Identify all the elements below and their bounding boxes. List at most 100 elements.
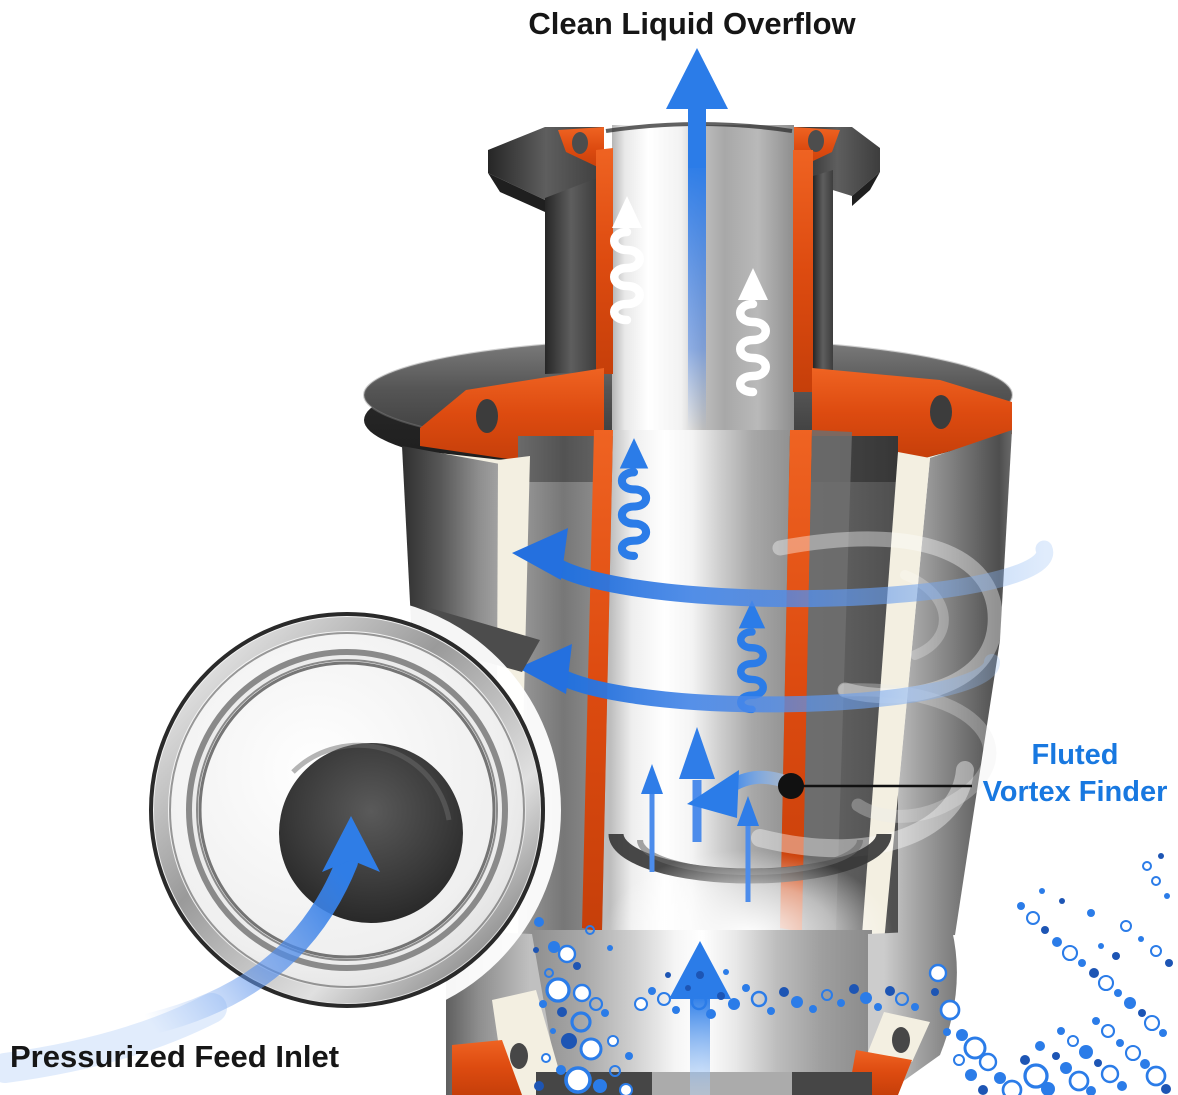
bubble (607, 1035, 619, 1047)
bubble (1159, 1029, 1167, 1037)
overflow-arrow-shaft (688, 104, 706, 168)
swirl-upper-head (512, 528, 568, 580)
bubble (1145, 1065, 1167, 1087)
pipe-cut-strip-right (793, 150, 813, 392)
swirl-lower-head (518, 644, 572, 694)
bubble (953, 1054, 965, 1066)
bubble (585, 925, 595, 935)
bubble (1100, 1064, 1120, 1084)
bubble (1098, 943, 1104, 949)
pipe-cut-strip-left (596, 148, 613, 374)
bubble (911, 1003, 919, 1011)
pipe-wall-left (545, 178, 597, 374)
bubble (557, 1007, 567, 1017)
bubble (1140, 1059, 1150, 1069)
bubble (588, 996, 604, 1012)
bubble (1100, 1023, 1116, 1039)
bubble (573, 962, 581, 970)
bubble (1079, 1045, 1093, 1059)
bubble (1138, 1009, 1146, 1017)
bubble (1041, 926, 1049, 934)
bubble (1117, 1081, 1127, 1091)
bore-highlight (291, 742, 452, 821)
bubble (572, 983, 592, 1003)
rising-flow-arrows (641, 727, 759, 902)
bubble (533, 947, 539, 953)
bubble (1035, 1041, 1045, 1051)
overflow-arrow-shaft-inner (688, 160, 706, 430)
bubble (564, 1066, 592, 1094)
short-circuit-arrow-head (687, 770, 739, 818)
bubble (593, 1079, 607, 1093)
bubble (556, 1065, 566, 1075)
mid-up-arrow-head (679, 727, 715, 779)
bolt-hole (930, 395, 952, 429)
bubble (696, 971, 704, 979)
bubble (791, 996, 803, 1008)
bubble (656, 991, 672, 1007)
bubble (965, 1069, 977, 1081)
bubble (1060, 1062, 1072, 1074)
bubble (1150, 945, 1162, 957)
bubble (539, 1000, 547, 1008)
bubble (723, 969, 729, 975)
bubble (1116, 1039, 1124, 1047)
bubble (534, 1081, 544, 1091)
bottom-cut-left (452, 1040, 522, 1095)
inlet-bore (279, 743, 463, 923)
bubble (1086, 1086, 1096, 1095)
bubble (1039, 888, 1045, 894)
underflow-pipe-band-light (652, 1072, 792, 1095)
feed-arrow-head (322, 816, 380, 872)
overflow-pipe (488, 122, 880, 452)
bubble (1089, 968, 1099, 978)
flange-cut-right (812, 368, 1012, 458)
bubble (1078, 959, 1086, 967)
bubble (1164, 893, 1170, 899)
bubble (690, 993, 708, 1011)
bolt-hole (892, 1027, 910, 1053)
feed-inlet-label: Pressurized Feed Inlet (10, 1039, 339, 1074)
leader-dot (778, 773, 804, 799)
bubble-field (533, 853, 1173, 1095)
bubble (1114, 989, 1122, 997)
overflow-label: Clean Liquid Overflow (528, 6, 856, 41)
bubble (728, 998, 740, 1010)
bubble (779, 987, 789, 997)
bottom-feed-arrow-shaft (690, 995, 710, 1095)
bubble (648, 987, 656, 995)
inlet-halo (133, 596, 561, 1024)
bubble (1142, 861, 1152, 871)
feed-inlet-port (133, 596, 561, 1024)
bubble (1124, 1044, 1142, 1062)
swirl-ring-arrow-lower (518, 644, 1000, 713)
bubble (634, 997, 648, 1011)
bubble (994, 1072, 1006, 1084)
bolt-hole (476, 399, 498, 433)
feed-arrow-shaft (139, 851, 358, 1035)
bubble (665, 972, 671, 978)
overflow-arrow-head (666, 48, 728, 109)
bubble (1020, 1055, 1030, 1065)
bubble (557, 944, 577, 964)
bubble (1112, 952, 1120, 960)
bubble (545, 977, 571, 1003)
bubble (1001, 1079, 1023, 1095)
bubble (1124, 997, 1136, 1009)
bubble (1143, 1014, 1161, 1032)
bubble (874, 1003, 882, 1011)
bubble (885, 986, 895, 996)
bubble (931, 988, 939, 996)
inlet-pipe-shoulder (430, 608, 540, 672)
bubble (1067, 1035, 1079, 1047)
bubble (943, 1028, 951, 1036)
bubble (561, 1033, 577, 1049)
bubble (619, 1083, 633, 1095)
bubble (1120, 920, 1132, 932)
pipe-flange-right-underside (852, 172, 880, 206)
bubble (809, 1005, 817, 1013)
bubble (956, 1029, 968, 1041)
bubble (541, 1053, 551, 1063)
